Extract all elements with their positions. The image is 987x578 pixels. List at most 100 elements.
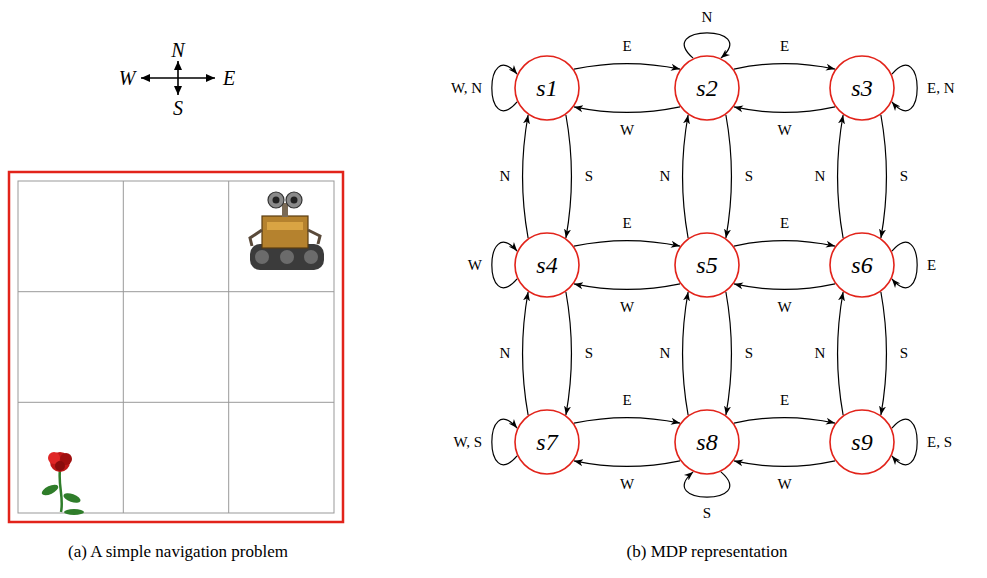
- state-name: s9: [851, 430, 872, 454]
- action-label: E: [925, 257, 938, 274]
- transition-arrow: [726, 292, 732, 415]
- grid-world: [9, 172, 343, 522]
- action-label: N: [813, 345, 828, 362]
- state-name: s1: [536, 76, 557, 100]
- state-name: s5: [696, 253, 717, 277]
- action-label: W: [775, 476, 793, 493]
- compass-letter: W: [119, 67, 136, 89]
- transition-arrow: [838, 115, 844, 238]
- transition-arrow: [892, 419, 917, 465]
- state-circle: s3: [829, 55, 895, 121]
- compass-letter: S: [173, 97, 183, 119]
- transition-arrow: [892, 242, 917, 288]
- state-name: s6: [851, 253, 872, 277]
- circle-stroke: [675, 233, 739, 297]
- action-label: E, N: [925, 80, 957, 97]
- action-label: E: [620, 38, 633, 55]
- transition-arrow: [892, 65, 917, 111]
- state-name: s2: [696, 76, 717, 100]
- circle-stroke: [830, 56, 894, 120]
- state-circle: s1: [514, 55, 580, 121]
- transition-arrow: [574, 64, 680, 70]
- transition-arrow: [566, 115, 572, 238]
- circle-stroke: [675, 56, 739, 120]
- transition-arrow: [492, 242, 517, 288]
- compass-letter: E: [223, 67, 235, 89]
- transition-arrow: [523, 292, 529, 415]
- transition-arrow: [734, 418, 835, 424]
- subfigure-caption: (a) A simple navigation problem: [68, 543, 288, 562]
- circle-stroke: [515, 410, 579, 474]
- compass-letter: N: [171, 39, 184, 61]
- transition-arrow: [566, 292, 572, 415]
- transition-arrow: [734, 241, 835, 247]
- action-label: W: [618, 299, 636, 316]
- transition-arrow: [734, 64, 835, 70]
- transition-arrow: [574, 284, 680, 290]
- transition-arrow: [492, 419, 517, 465]
- action-label: E: [778, 215, 791, 232]
- action-label: N: [658, 345, 673, 362]
- state-name: s3: [851, 76, 872, 100]
- circle-stroke: [515, 233, 579, 297]
- action-label: W, S: [451, 434, 484, 451]
- action-label: S: [898, 345, 910, 362]
- state-circle: s8: [674, 409, 740, 475]
- transition-arrow: [684, 472, 730, 497]
- action-label: E, S: [925, 434, 954, 451]
- action-label: S: [743, 168, 755, 185]
- state-circle: s6: [829, 232, 895, 298]
- action-label: W, N: [449, 80, 484, 97]
- circle-stroke: [515, 56, 579, 120]
- transition-arrow: [734, 107, 835, 113]
- rose-picture: [40, 452, 84, 515]
- action-label: W: [618, 476, 636, 493]
- circle-stroke: [830, 410, 894, 474]
- action-label: W: [775, 299, 793, 316]
- transition-arrow: [734, 284, 835, 290]
- action-label: N: [498, 345, 513, 362]
- transition-arrow: [881, 115, 887, 238]
- action-label: S: [743, 345, 755, 362]
- circle-stroke: [830, 233, 894, 297]
- action-label: W: [775, 122, 793, 139]
- action-label: W: [618, 122, 636, 139]
- transition-arrow: [574, 461, 680, 467]
- compass: [141, 61, 215, 95]
- transition-arrow: [684, 33, 730, 58]
- action-label: N: [658, 168, 673, 185]
- transition-arrow: [734, 461, 835, 467]
- transition-arrow: [574, 418, 680, 424]
- transition-arrow: [838, 292, 844, 415]
- action-label: E: [778, 392, 791, 409]
- state-circle: s9: [829, 409, 895, 475]
- state-name: s4: [536, 253, 557, 277]
- transition-arrow: [523, 115, 529, 238]
- transition-arrow: [492, 65, 517, 111]
- transition-arrow: [574, 241, 680, 247]
- action-label: E: [620, 392, 633, 409]
- action-label: E: [778, 38, 791, 55]
- circle-stroke: [675, 410, 739, 474]
- state-name: s8: [696, 430, 717, 454]
- action-label: S: [583, 345, 595, 362]
- transition-arrow: [683, 292, 689, 415]
- action-label: E: [620, 215, 633, 232]
- transition-arrow: [574, 107, 680, 113]
- state-circle: s7: [514, 409, 580, 475]
- transition-arrow: [683, 115, 689, 238]
- state-circle: s4: [514, 232, 580, 298]
- action-label: N: [813, 168, 828, 185]
- action-label: S: [898, 168, 910, 185]
- transition-arrow: [726, 115, 732, 238]
- transition-arrow: [881, 292, 887, 415]
- action-label: W: [466, 257, 484, 274]
- action-label: S: [701, 505, 713, 522]
- action-label: N: [700, 9, 715, 26]
- robot-picture: [250, 192, 324, 270]
- state-circle: s2: [674, 55, 740, 121]
- state-circle: s5: [674, 232, 740, 298]
- subfigure-caption: (b) MDP representation: [627, 543, 788, 562]
- state-name: s7: [536, 430, 557, 454]
